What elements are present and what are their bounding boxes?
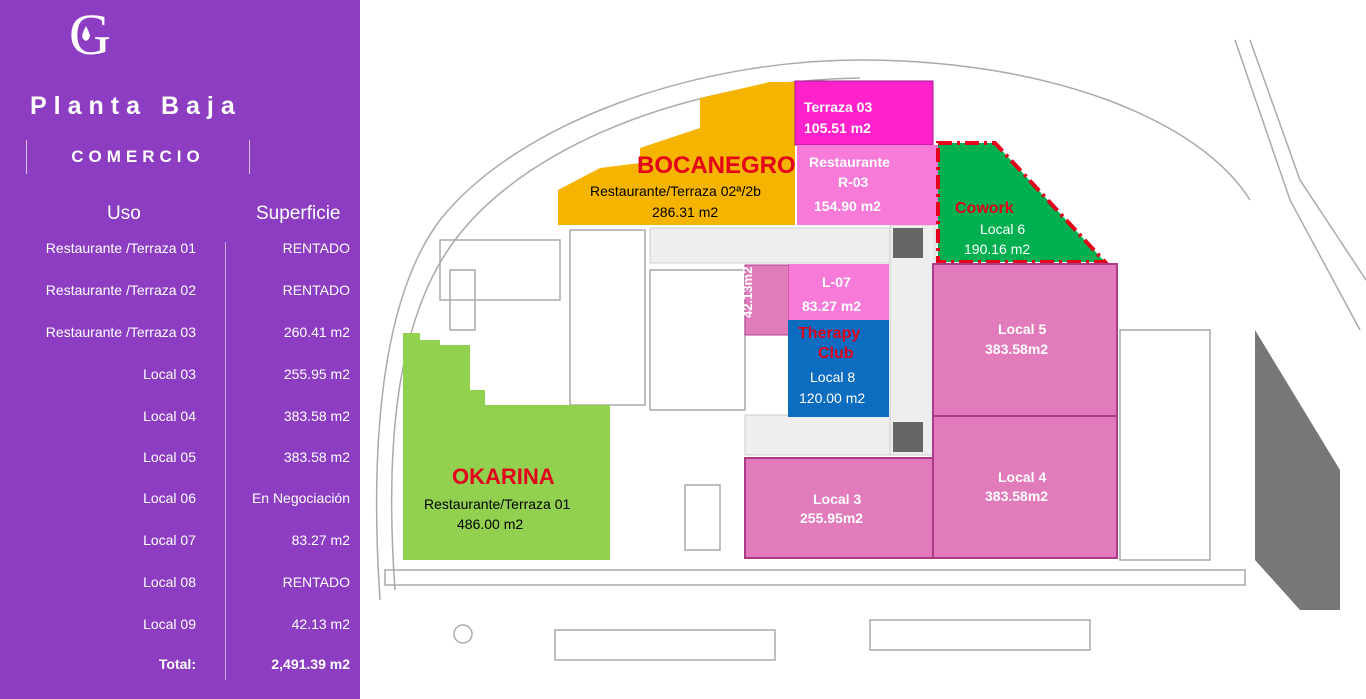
table-row: Local 09 42.13 m2 <box>0 616 360 638</box>
table-row: Local 03 255.95 m2 <box>0 366 360 388</box>
table-row: Restaurante /Terraza 03 260.41 m2 <box>0 324 360 346</box>
table-row: Local 04 383.58 m2 <box>0 408 360 430</box>
table-row: Local 08 RENTADO <box>0 574 360 596</box>
bocanegro-area: 286.31 m2 <box>652 204 719 220</box>
superficie-cell: 255.95 m2 <box>283 366 350 382</box>
local4-name: Local 4 <box>998 469 1047 485</box>
total-label: Total: <box>158 656 196 672</box>
site-outline <box>375 59 1251 601</box>
table-row: Local 05 383.58 m2 <box>0 449 360 471</box>
zone-okarina <box>403 333 610 560</box>
r03-name: Restaurante <box>809 154 890 170</box>
superficie-cell: 383.58 m2 <box>283 449 350 465</box>
table-row: Restaurante /Terraza 01 RENTADO <box>0 240 360 262</box>
zone-local-5 <box>932 263 1118 417</box>
zone-local-3 <box>744 457 934 559</box>
therapy-area: 120.00 m2 <box>799 390 866 406</box>
l07-area: 83.27 m2 <box>802 298 862 314</box>
uso-cell: Local 08 <box>143 574 196 590</box>
therapy-name-2: Club <box>818 345 854 362</box>
uso-cell: Local 05 <box>143 449 196 465</box>
superficie-cell: RENTADO <box>282 282 350 298</box>
zone-l07 <box>789 264 889 320</box>
local5-area: 383.58m2 <box>985 341 1049 357</box>
info-panel: G Planta Baja COMERCIO Uso Superficie Re… <box>0 0 360 699</box>
okarina-name: OKARINA <box>452 464 555 489</box>
okarina-desc: Restaurante/Terraza 01 <box>424 496 571 512</box>
local4-area: 383.58m2 <box>985 488 1049 504</box>
cowork-local: Local 6 <box>980 221 1026 237</box>
bocanegro-name: BOCANEGRO <box>637 152 796 179</box>
cowork-area: 190.16 m2 <box>964 241 1031 257</box>
column-header-uso: Uso <box>107 203 141 224</box>
superficie-cell: 42.13 m2 <box>291 616 350 632</box>
uso-cell: Local 09 <box>143 616 196 632</box>
r03-code: R-03 <box>838 174 869 190</box>
zone-therapy-club <box>788 320 889 417</box>
total-row: Total: 2,491.39 m2 <box>0 656 360 678</box>
table-row: Local 07 83.27 m2 <box>0 532 360 554</box>
floor-plan-drawing <box>375 39 1366 661</box>
table-row: Restaurante /Terraza 02 RENTADO <box>0 282 360 304</box>
zone-local-4 <box>932 415 1118 559</box>
page-title: Planta Baja <box>30 92 242 120</box>
zone-restaurante-r03 <box>797 145 939 225</box>
cowork-name: Cowork <box>955 200 1014 217</box>
zone-terraza-03 <box>794 80 934 146</box>
superficie-cell: 260.41 m2 <box>283 324 350 340</box>
local5-name: Local 5 <box>998 321 1047 337</box>
brand-logo-icon: G <box>69 2 111 62</box>
uso-cell: Local 03 <box>143 366 196 382</box>
column-header-superficie: Superficie <box>256 203 341 224</box>
uso-cell: Local 07 <box>143 532 196 548</box>
uso-cell: Local 06 <box>143 490 196 506</box>
svg-text:G: G <box>69 2 111 62</box>
uso-cell: Restaurante /Terraza 02 <box>45 282 196 298</box>
floor-plan: BOCANEGRO Restaurante/Terraza 02ª/2b 286… <box>360 0 1366 699</box>
terraza03-area: 105.51 m2 <box>804 120 871 136</box>
zone-cowork <box>936 141 1110 264</box>
superficie-cell: En Negociación <box>251 490 350 506</box>
therapy-name-1: Therapy <box>798 325 861 342</box>
l07-name: L-07 <box>822 274 851 290</box>
uso-cell: Local 04 <box>143 408 196 424</box>
superficie-cell: RENTADO <box>282 574 350 590</box>
superficie-cell: 383.58 m2 <box>283 408 350 424</box>
local3-name: Local 3 <box>813 491 862 507</box>
superficie-cell: RENTADO <box>282 240 350 256</box>
uso-cell: Restaurante /Terraza 03 <box>45 324 196 340</box>
local3-area: 255.95m2 <box>800 510 864 526</box>
table-row: Local 06 En Negociación <box>0 490 360 512</box>
local9-area: 42.13m2 <box>740 266 755 318</box>
bocanegro-desc: Restaurante/Terraza 02ª/2b <box>590 183 761 199</box>
therapy-local: Local 8 <box>810 369 856 385</box>
r03-area: 154.90 m2 <box>814 198 881 214</box>
zone-local-9 <box>744 264 790 336</box>
terraza03-name: Terraza 03 <box>804 99 873 115</box>
column-divider <box>225 242 226 680</box>
section-subtitle: COMERCIO <box>26 140 250 174</box>
zone-bocanegro <box>558 82 795 225</box>
okarina-area: 486.00 m2 <box>457 516 524 532</box>
uso-cell: Restaurante /Terraza 01 <box>45 240 196 256</box>
total-value: 2,491.39 m2 <box>271 656 350 672</box>
superficie-cell: 83.27 m2 <box>291 532 350 548</box>
